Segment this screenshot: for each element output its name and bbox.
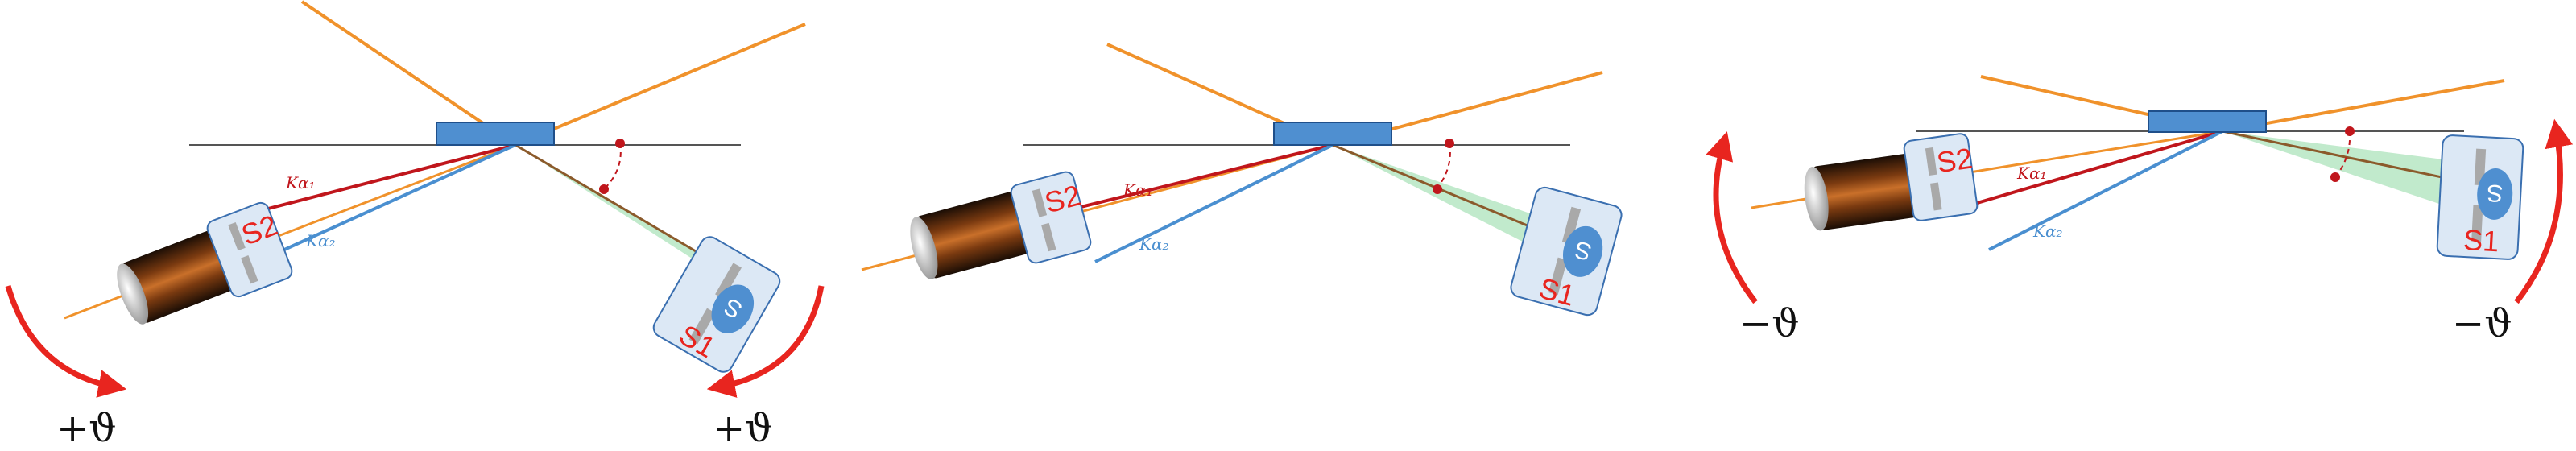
xray-tube: [910, 191, 1032, 279]
reflected-beam: [515, 23, 806, 147]
sample-crystal: [436, 122, 555, 146]
angle-arc: [603, 143, 622, 190]
xray-tube: [117, 227, 241, 325]
detector-axis: [2222, 130, 2481, 187]
detector-s1: S S1: [652, 236, 781, 373]
incident-beam: [300, 0, 517, 147]
detector-s1: S S1: [2436, 134, 2524, 260]
slit-s2: S2: [1903, 133, 1979, 221]
panel-middle: S2 S S1 Kα₁ Kα₂: [861, 43, 1623, 317]
angle-dot-bottom: [599, 184, 609, 194]
reflected-beam: [2222, 79, 2505, 133]
angle-dot-top: [2345, 126, 2355, 136]
ka1-line: [1968, 130, 2223, 207]
theta-label-right: +ϑ: [713, 406, 773, 451]
detector-s1: S S1: [1510, 186, 1623, 317]
ka1-label: Kα₁: [285, 173, 315, 192]
xray-tube: [1804, 152, 1925, 231]
ka2-line: [1988, 130, 2223, 251]
angle-dot-bottom: [1433, 184, 1442, 194]
sample-crystal: [2148, 110, 2267, 133]
panel-left: S2 S S1 Kα₁ Kα₂ +ϑ +ϑ: [5, 0, 825, 451]
ka2-label: Kα₂: [2032, 221, 2062, 241]
angle-dot-bottom: [2330, 172, 2340, 182]
detector-cone: [2222, 131, 2456, 209]
theta-label-left: −ϑ: [1739, 301, 1800, 346]
rotation-arrow-left: [1706, 131, 1758, 304]
ka1-line: [1070, 143, 1333, 211]
theta-label-right: −ϑ: [2452, 301, 2512, 346]
rotation-arrow-right: [706, 285, 825, 398]
slit-s2: S2: [1010, 171, 1092, 264]
ka2-label: Kα₂: [1139, 234, 1168, 254]
theta-label-left: +ϑ: [56, 406, 117, 451]
ka2-line: [257, 143, 516, 263]
detector-cone: [1333, 145, 1554, 258]
s1-label: S1: [2462, 223, 2500, 258]
ka2-label: Kα₂: [305, 231, 335, 250]
slit-s2: S2: [206, 201, 293, 298]
sample-crystal: [1273, 122, 1392, 146]
svg-text:S: S: [2486, 179, 2504, 206]
ka1-line: [249, 143, 516, 215]
rotation-arrow-right: [2514, 118, 2574, 304]
angle-dot-top: [615, 139, 625, 148]
rotation-arrow-left: [5, 285, 127, 398]
panel-right: S2 S S1 Kα₁ Kα₂ −ϑ −ϑ: [1706, 75, 2574, 346]
ka1-label: Kα₁: [2016, 163, 2046, 183]
detector-cone: [515, 145, 741, 290]
s2-label: S2: [1935, 142, 1974, 180]
ka1-label: Kα₁: [1123, 180, 1152, 200]
ka2-line: [1094, 143, 1333, 263]
angle-dot-top: [1445, 139, 1454, 148]
